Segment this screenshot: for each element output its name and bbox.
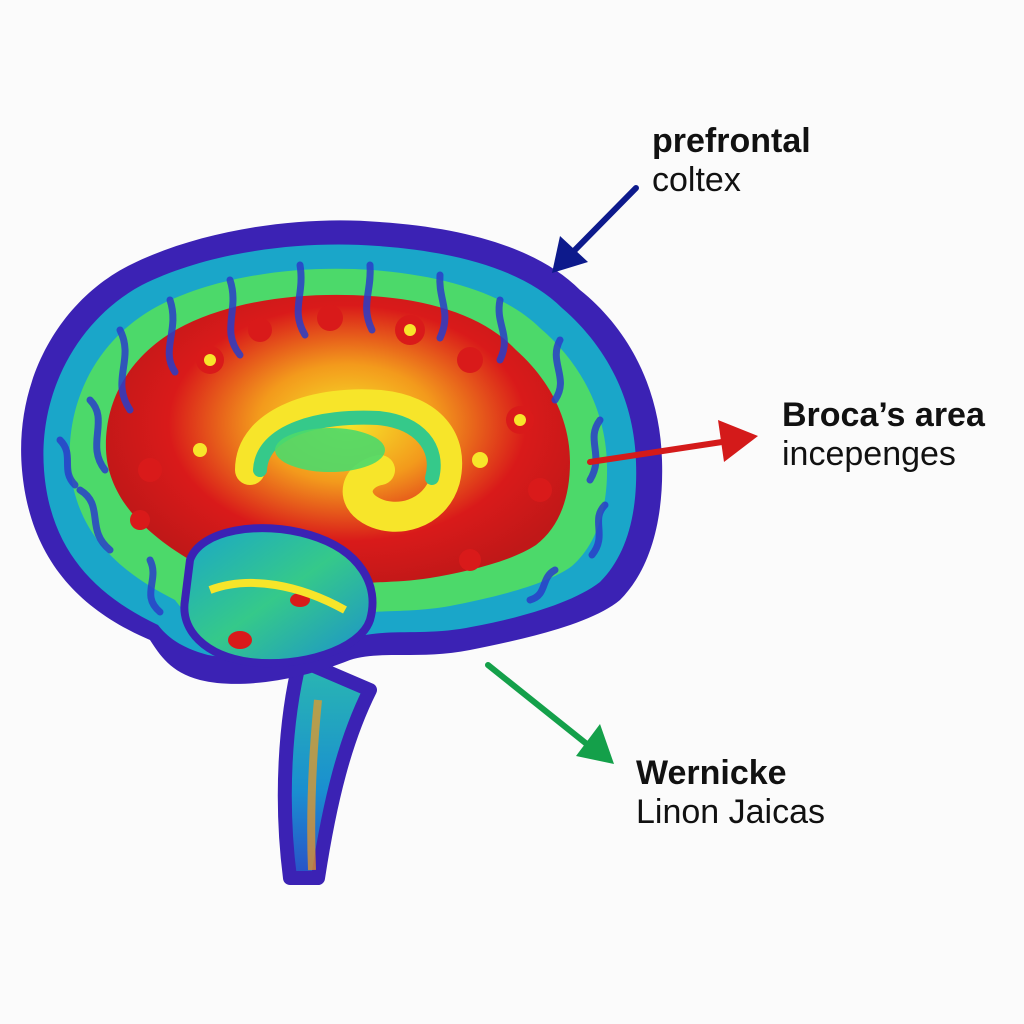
cerebellum bbox=[184, 528, 372, 663]
prefrontal-subtitle: coltex bbox=[652, 161, 811, 200]
wernicke-area-label: Wernicke Linon Jaicas bbox=[636, 754, 825, 832]
prefrontal-cortex-label: prefrontal coltex bbox=[652, 122, 811, 200]
brain-stem bbox=[285, 660, 370, 878]
broca-area-label: Broca’s area incepenges bbox=[782, 396, 985, 474]
broca-title: Broca’s area bbox=[782, 396, 985, 435]
arrow-down-left-icon bbox=[552, 188, 636, 273]
wernicke-title: Wernicke bbox=[636, 754, 825, 793]
prefrontal-title: prefrontal bbox=[652, 122, 811, 161]
broca-subtitle: incepenges bbox=[782, 435, 985, 474]
wernicke-subtitle: Linon Jaicas bbox=[636, 793, 825, 832]
arrow-down-right-icon bbox=[488, 665, 614, 764]
